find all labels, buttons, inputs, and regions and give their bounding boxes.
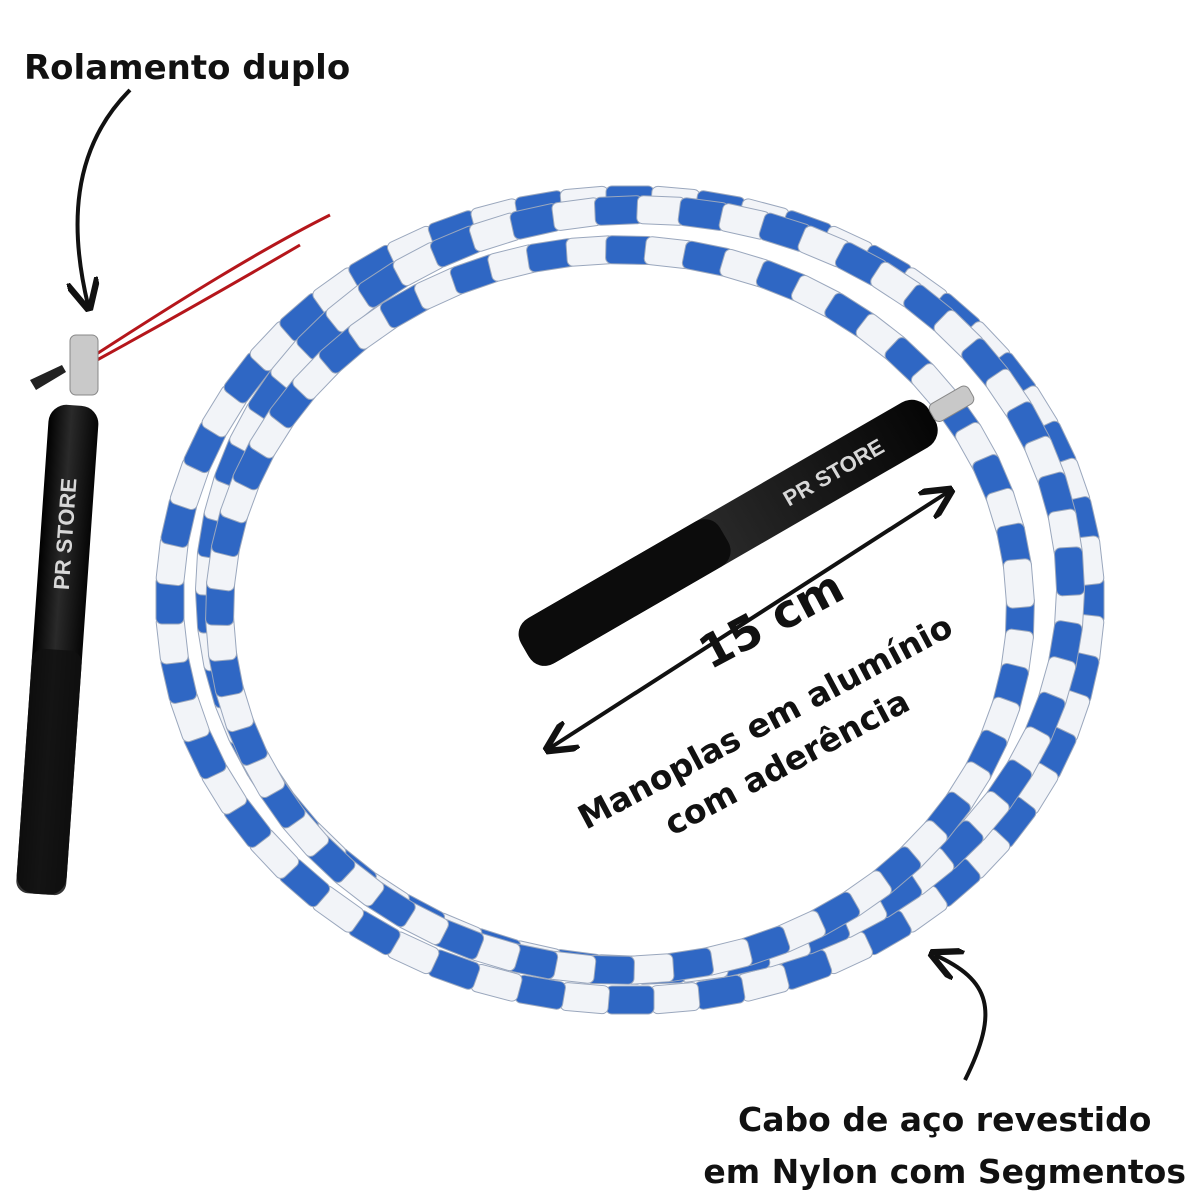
label-cable-line2: em Nylon com Segmentos <box>703 1152 1186 1191</box>
rope-segment <box>559 982 611 1015</box>
rope-segment <box>605 985 655 1015</box>
red-cable <box>94 213 331 362</box>
label-cable-line1: Cabo de aço revestido <box>738 1100 1152 1139</box>
rope-segment <box>594 195 644 226</box>
label-cable: Cabo de aço revestido em Nylon com Segme… <box>703 1094 1186 1198</box>
arrow-icon <box>78 88 132 305</box>
rope-segment <box>1002 558 1035 609</box>
double-arrow-icon <box>550 492 948 748</box>
rope-segment <box>1054 546 1085 597</box>
arrow-icon <box>935 955 988 1081</box>
label-rolamento: Rolamento duplo <box>24 48 351 88</box>
left-handle: PR STORE <box>16 334 99 896</box>
segmented-rope <box>155 185 1105 1015</box>
rope-segment <box>649 982 701 1015</box>
